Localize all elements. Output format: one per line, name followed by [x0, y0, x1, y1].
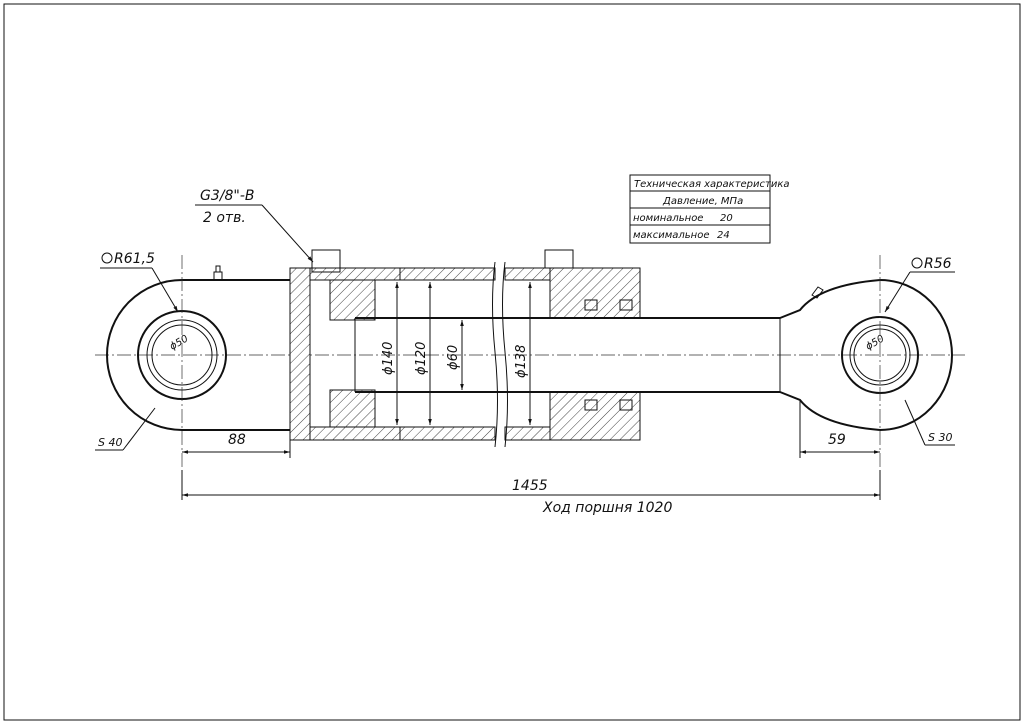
spec-table-title: Техническая характеристика [634, 179, 790, 190]
right-rod-eye [811, 255, 953, 470]
length-dimensions: 88 59 1455 Ход поршня 1020 [181, 400, 881, 516]
piston-rod [354, 279, 881, 431]
dia-140-label: ϕ140 [381, 342, 396, 375]
dim-59-label: 59 [828, 432, 846, 448]
drawing-frame [3, 3, 1021, 721]
spec-row-value: 24 [717, 230, 730, 241]
left-bore-label: ϕ50 [168, 333, 190, 352]
cylinder-tube [399, 261, 551, 448]
spec-table-subtitle: Давление, МПа [662, 196, 743, 207]
rod-gland [549, 267, 641, 441]
port-thread-label: G3/8"-B [200, 188, 254, 204]
eye-annotations: R61,5 ϕ50 S 40 R56 ϕ50 S 30 [95, 251, 955, 451]
port-callout: G3/8"-B 2 отв. [195, 188, 314, 263]
spec-row-label: максимальное [633, 230, 709, 241]
dia-60-label: ϕ60 [446, 345, 461, 370]
spec-row-value: 20 [720, 213, 733, 224]
dia-120-label: ϕ120 [414, 342, 429, 375]
port-count-label: 2 отв. [203, 210, 246, 226]
left-rod-eye [106, 255, 290, 470]
left-radius-label: R61,5 [114, 251, 155, 267]
stroke-label: Ход поршня 1020 [542, 500, 672, 516]
spec-table: Техническая характеристика Давление, МПа… [629, 174, 790, 244]
right-radius-label: R56 [924, 256, 952, 272]
cylinder-head [289, 249, 574, 441]
spec-row-label: номинальное [633, 213, 703, 224]
dia-138-label: ϕ138 [514, 345, 529, 378]
right-width-label: S 30 [928, 431, 952, 444]
dim-88-label: 88 [228, 432, 246, 448]
dim-1455-label: 1455 [512, 478, 548, 494]
left-width-label: S 40 [98, 436, 122, 449]
right-bore-label: ϕ50 [864, 333, 886, 352]
diameter-dimensions: ϕ140 ϕ120 ϕ60 ϕ138 [381, 282, 532, 425]
